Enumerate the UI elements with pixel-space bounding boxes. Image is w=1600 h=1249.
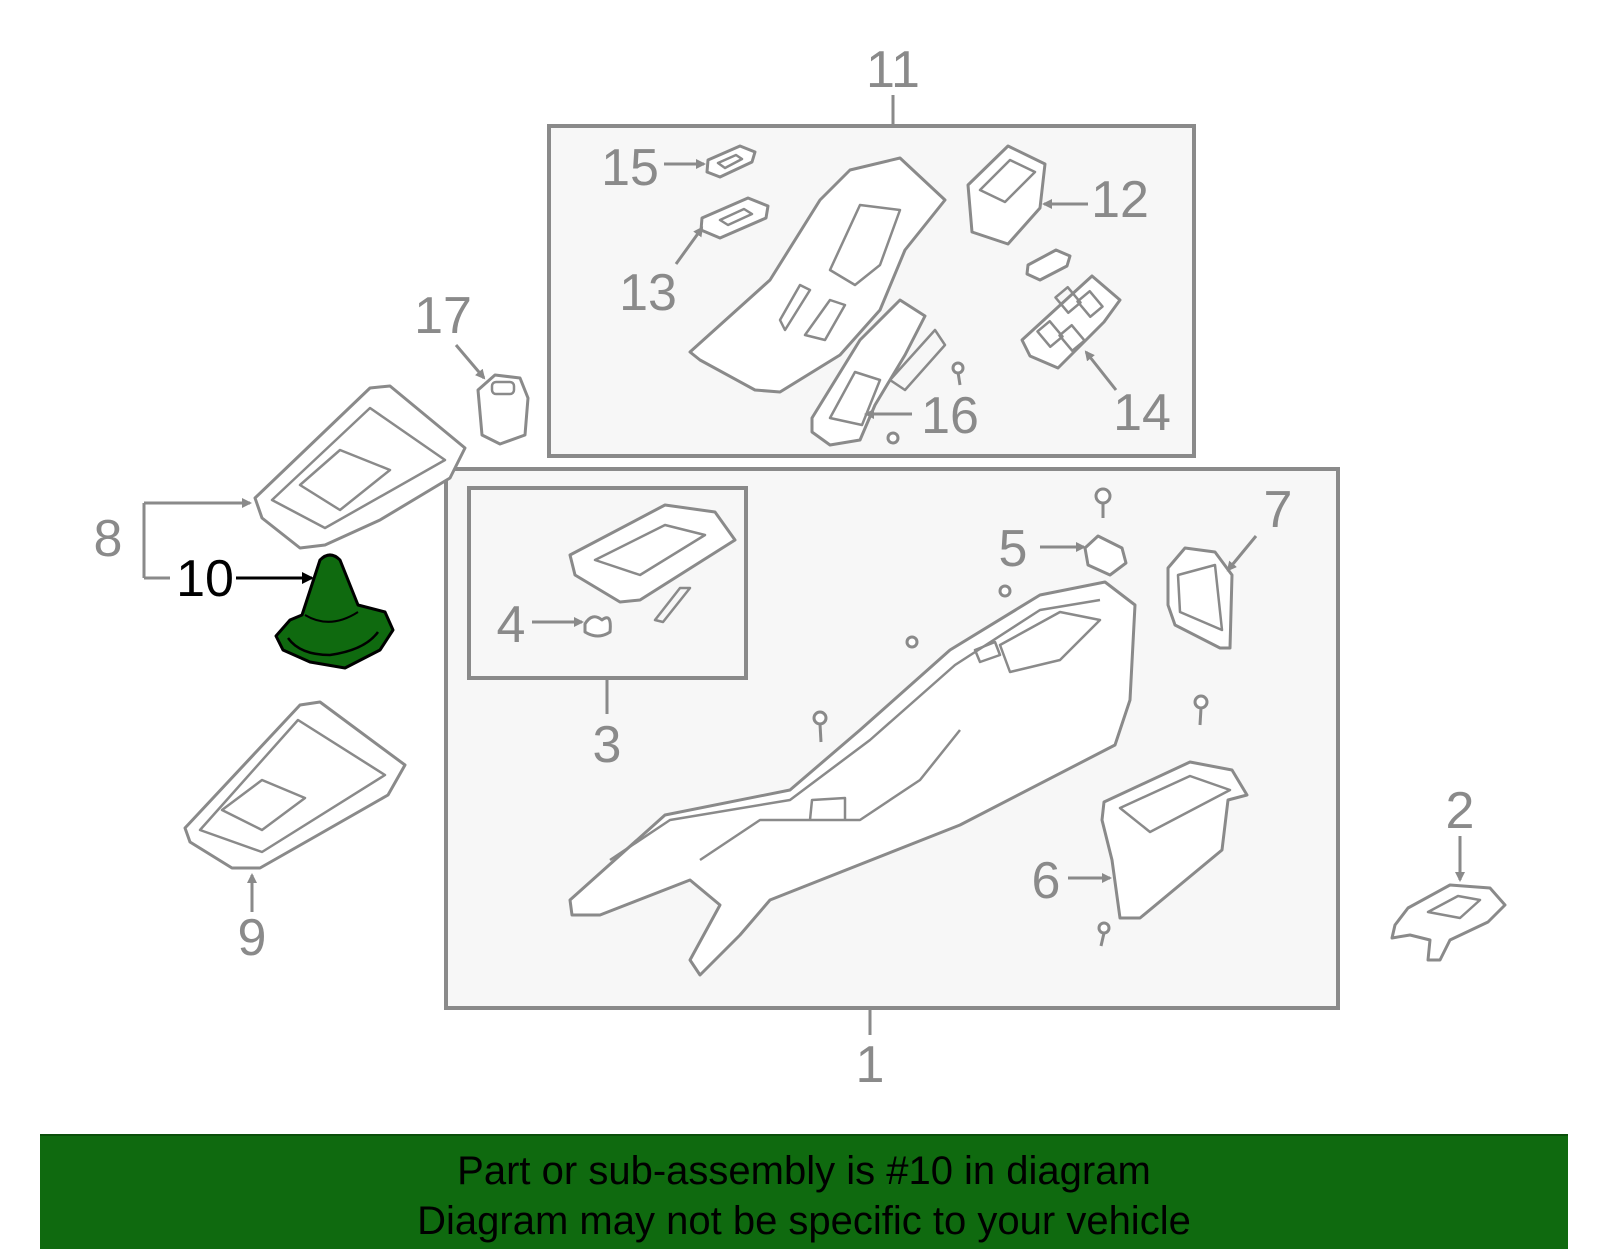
leader-7 xyxy=(1226,535,1258,572)
part-17-plug xyxy=(476,373,530,446)
part-15-clip xyxy=(705,144,757,179)
part-8-bezel xyxy=(253,384,467,550)
screw-f xyxy=(1097,921,1111,935)
part-5-clip xyxy=(1083,534,1128,577)
callout-8: 8 xyxy=(94,510,123,568)
callout-17: 17 xyxy=(414,287,472,345)
callout-13: 13 xyxy=(619,264,677,322)
part-9-bezel xyxy=(183,700,407,870)
banner-line-1: Part or sub-assembly is #10 in diagram xyxy=(457,1149,1151,1193)
banner-line-2: Diagram may not be specific to your vehi… xyxy=(417,1199,1191,1243)
screw-a xyxy=(1094,487,1112,505)
callout-1: 1 xyxy=(856,1036,885,1094)
leader-14 xyxy=(1084,350,1118,391)
leader-13 xyxy=(674,226,704,265)
callout-9: 9 xyxy=(238,909,267,967)
part-3-cover xyxy=(568,503,737,604)
screw-e xyxy=(1193,694,1209,710)
callout-16: 16 xyxy=(921,387,979,445)
part-1-console xyxy=(568,580,1137,977)
callout-10: 10 xyxy=(176,550,234,608)
screw-b xyxy=(998,584,1012,598)
callout-3: 3 xyxy=(593,716,622,774)
part-2-bracket xyxy=(1390,883,1507,962)
callout-5: 5 xyxy=(999,520,1028,578)
leader-17 xyxy=(454,344,486,380)
callout-6: 6 xyxy=(1032,852,1061,910)
info-banner: Part or sub-assembly is #10 in diagram D… xyxy=(40,1134,1568,1249)
callout-14: 14 xyxy=(1113,384,1171,442)
screw-d xyxy=(812,710,828,726)
callout-15: 15 xyxy=(601,139,659,197)
callout-4: 4 xyxy=(497,596,526,654)
part-small-clip xyxy=(1025,248,1072,282)
callout-7: 7 xyxy=(1264,481,1293,539)
part-10-shift-boot xyxy=(274,553,395,670)
part-4-clip xyxy=(583,615,612,638)
screw-c xyxy=(905,635,919,649)
screw-16b xyxy=(886,431,900,445)
part-11-trim-panel xyxy=(688,156,947,394)
callout-12: 12 xyxy=(1091,171,1149,229)
screw-16a xyxy=(951,361,965,375)
part-12-cup-holder xyxy=(966,144,1047,246)
callout-11: 11 xyxy=(866,41,920,99)
callout-2: 2 xyxy=(1446,782,1475,840)
